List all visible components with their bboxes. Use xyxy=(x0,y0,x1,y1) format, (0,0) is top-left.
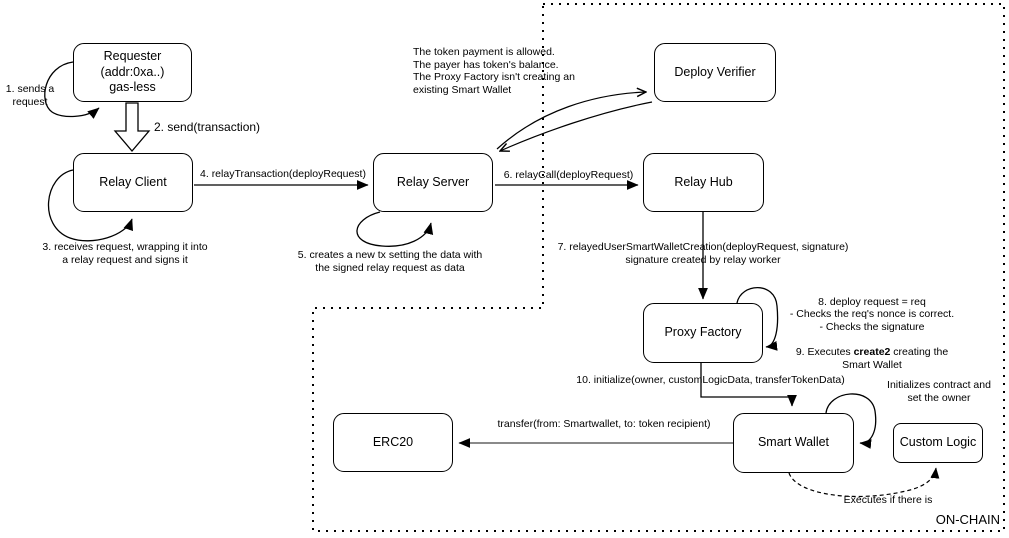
node-smart-wallet: Smart Wallet xyxy=(733,413,854,473)
node-requester: Requester (addr:0xa..) gas-less xyxy=(73,43,192,102)
node-custom-logic: Custom Logic xyxy=(893,423,983,463)
node-erc20-label: ERC20 xyxy=(372,434,414,449)
arrow-executes-dashed xyxy=(788,467,940,498)
arrow-step2-block xyxy=(113,102,151,153)
node-relay-client: Relay Client xyxy=(73,153,193,212)
arrow-step10 xyxy=(700,363,797,407)
label-step8: 8. deploy request = req - Checks the req… xyxy=(789,295,955,333)
node-deploy-verifier-label: Deploy Verifier xyxy=(674,64,756,79)
node-relay-hub: Relay Hub xyxy=(643,153,764,212)
node-requester-label: Requester (addr:0xa..) gas-less xyxy=(100,49,165,95)
label-step8-step9: 8. deploy request = req - Checks the req… xyxy=(772,283,972,384)
arrow-step3-self-loop xyxy=(47,169,133,242)
label-step7: 7. relayedUserSmartWalletCreation(deploy… xyxy=(557,241,849,266)
node-custom-logic-label: Custom Logic xyxy=(899,435,977,450)
label-step9: 9. Executes create2 creating the Smart W… xyxy=(795,345,949,371)
arrow-step8-self-loop xyxy=(736,287,779,351)
node-relay-server: Relay Server xyxy=(373,153,493,212)
label-transfer: transfer(from: Smartwallet, to: token re… xyxy=(497,418,711,430)
label-step3: 3. receives request, wrapping it into a … xyxy=(42,241,208,266)
label-step2: 2. send(transaction) xyxy=(154,120,261,134)
node-proxy-factory: Proxy Factory xyxy=(643,303,763,363)
label-verifier-note: The token payment is allowed. The payer … xyxy=(413,46,575,96)
node-smart-wallet-label: Smart Wallet xyxy=(757,435,830,450)
label-step4: 4. relayTransaction(deployRequest) xyxy=(200,168,366,180)
label-step10: 10. initialize(owner, customLogicData, t… xyxy=(576,374,845,386)
node-deploy-verifier: Deploy Verifier xyxy=(654,43,776,102)
label-step5: 5. creates a new tx setting the data wit… xyxy=(297,249,483,274)
arrow-step1-self-loop xyxy=(44,61,100,119)
arrow-server-to-verifier xyxy=(496,92,646,150)
node-relay-server-label: Relay Server xyxy=(396,174,470,189)
label-step6: 6. relayCall(deployRequest) xyxy=(503,169,634,181)
label-on-chain: ON-CHAIN xyxy=(935,512,1000,527)
node-erc20: ERC20 xyxy=(333,413,453,472)
label-step1: 1. sends a request xyxy=(5,83,55,108)
arrow-smart-wallet-self-loop xyxy=(825,393,877,449)
label-init-note: Initializes contract and set the owner xyxy=(887,379,991,404)
node-relay-client-label: Relay Client xyxy=(99,174,167,189)
node-proxy-factory-label: Proxy Factory xyxy=(664,325,742,340)
arrow-step5-self-loop xyxy=(356,211,434,247)
label-executes-note: Executes if there is xyxy=(843,494,933,506)
node-relay-hub-label: Relay Hub xyxy=(674,174,733,189)
arrow-verifier-to-server xyxy=(500,101,653,151)
